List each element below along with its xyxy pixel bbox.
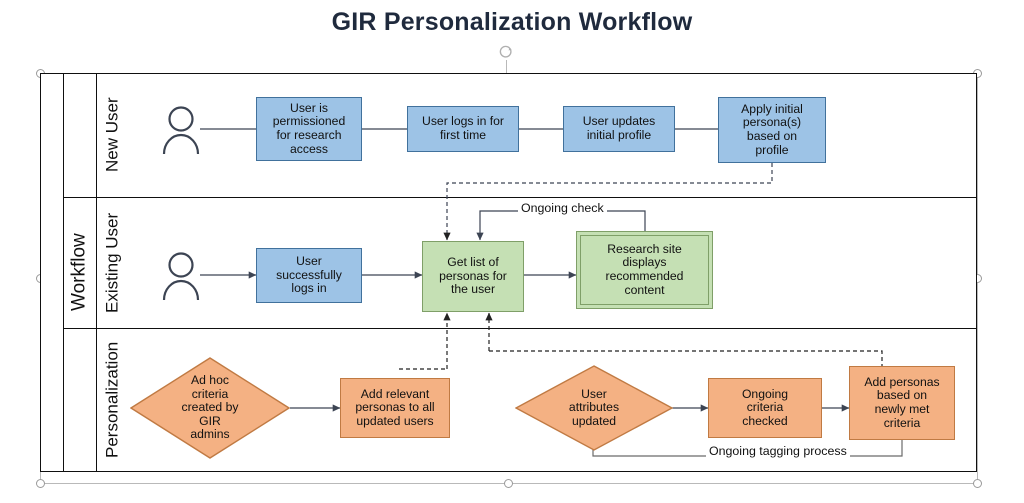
lane-label-divider (96, 73, 98, 472)
rotate-handle-stem (506, 60, 507, 73)
edge-label-ongoing-check: Ongoing check (518, 201, 607, 215)
node-apply-initial-personas[interactable]: Apply initial persona(s) based on profil… (718, 97, 826, 163)
node-user-logs-in-first-time[interactable]: User logs in for first time (407, 106, 519, 152)
page-title: GIR Personalization Workflow (331, 8, 693, 36)
new-user-actor-icon (158, 104, 204, 156)
selection-handle-bottom-center[interactable] (504, 479, 513, 488)
node-ongoing-criteria-checked[interactable]: Ongoing criteria checked (708, 378, 822, 438)
node-get-list-of-personas[interactable]: Get list of personas for the user (422, 241, 524, 312)
lane-separator-1 (63, 197, 977, 199)
node-user-updates-profile[interactable]: User updates initial profile (563, 106, 675, 152)
node-user-successfully-logs-in[interactable]: User successfully logs in (256, 248, 362, 303)
node-user-permissioned[interactable]: User is permissioned for research access (256, 97, 362, 161)
node-ad-hoc-criteria[interactable]: Ad hoc criteria created by GIR admins (130, 357, 290, 459)
node-add-personas-newly-met[interactable]: Add personas based on newly met criteria (849, 366, 955, 440)
node-user-attributes-updated[interactable]: User attributes updated (515, 365, 673, 451)
existing-user-actor-icon (158, 250, 204, 302)
node-ad-hoc-criteria-label: Ad hoc criteria created by GIR admins (181, 373, 239, 442)
edge-label-ongoing-tagging: Ongoing tagging process (706, 444, 850, 458)
pool-label-divider (63, 73, 65, 472)
node-user-attributes-label: User attributes updated (568, 386, 620, 428)
lane-separator-2 (63, 328, 977, 330)
selection-handle-bottom-left[interactable] (36, 479, 45, 488)
node-research-site-displays-content[interactable]: Research site displays recommended conte… (576, 231, 713, 309)
rotate-handle-icon[interactable] (498, 44, 515, 61)
node-add-relevant-personas[interactable]: Add relevant personas to all updated use… (340, 378, 450, 438)
selection-handle-bottom-right[interactable] (973, 479, 982, 488)
